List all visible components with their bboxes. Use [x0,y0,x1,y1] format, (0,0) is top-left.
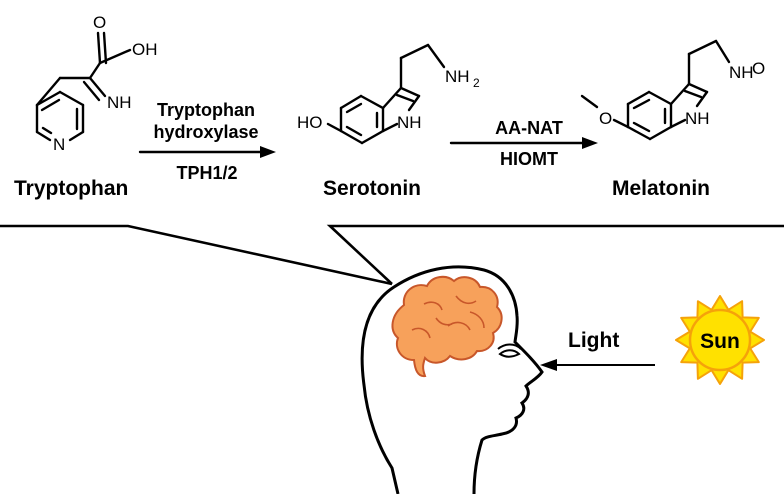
enzyme-tph12: TPH1/2 [176,163,237,183]
brain-icon [391,275,503,378]
enzyme-hiomt: HIOMT [500,149,558,169]
enzyme-tryptophan-hydroxylase-line1: Tryptophan [157,100,255,120]
tryptophan-hydroxyl: OH [132,40,158,59]
sun-label: Sun [700,330,740,353]
enzyme-aa-nat: AA-NAT [495,118,563,138]
head-outline [360,265,544,494]
tryptophan-imine: NH [107,93,132,112]
tryptophan-ring-n: N [53,135,65,154]
tryptophan-carbonyl-o: O [93,13,106,32]
brain-folds [411,295,485,339]
melatonin-methoxy-o: O [599,109,612,128]
melatonin-amide-o: O [752,59,765,78]
serotonin-amine: NH [445,67,470,86]
serotonin-amine-subscript: 2 [473,76,480,90]
melatonin-label: Melatonin [612,177,710,200]
light-label: Light [568,329,619,352]
reaction-arrow-1 [138,146,276,158]
serotonin-label: Serotonin [323,177,421,200]
serotonin-structure: NH 2 HO NH [297,43,480,145]
eye-icon [497,343,522,358]
serotonin-indole-nh: NH [397,113,422,132]
sun-icon [675,295,765,385]
callout-pointer [0,224,784,286]
melatonin-indole-nh: NH [685,109,710,128]
enzyme-tryptophan-hydroxylase-line2: hydroxylase [153,122,258,142]
serotonin-hydroxyl: HO [297,113,323,132]
tryptophan-label: Tryptophan [14,177,128,200]
melatonin-amide-n: NH [729,63,754,82]
tryptophan-structure: O OH NH N [35,13,158,154]
melatonin-structure: NH O O NH [580,39,765,141]
reaction-arrow-2 [449,137,598,149]
light-arrow [540,359,655,371]
